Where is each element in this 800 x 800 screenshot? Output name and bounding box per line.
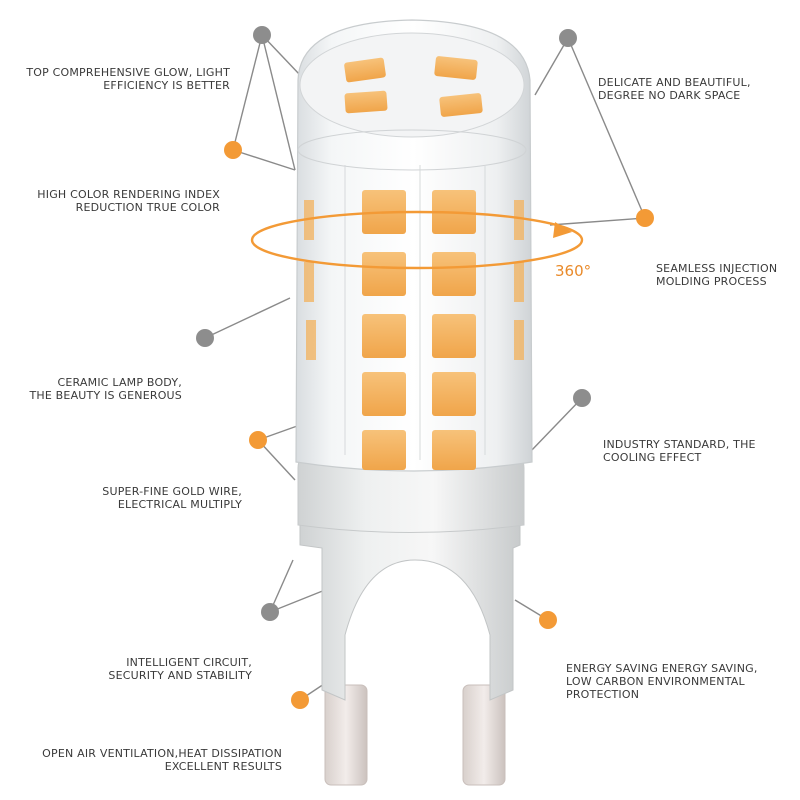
ceramic-base <box>299 499 521 701</box>
lamp-top <box>299 32 525 138</box>
lamp <box>295 19 533 786</box>
dot-8 <box>636 209 654 227</box>
dot-2 <box>224 141 242 159</box>
rotation-label: 360° <box>555 262 592 280</box>
rotation-ring <box>250 210 584 270</box>
callout-ceramic-body: CERAMIC LAMP BODY,THE BEAUTY IS GENEROUS <box>29 376 182 402</box>
callout-intelligent-circuit: INTELLIGENT CIRCUIT,SECURITY AND STABILI… <box>108 656 252 682</box>
callout-energy-saving: ENERGY SAVING ENERGY SAVING,LOW CARBON E… <box>566 662 758 701</box>
callout-gold-wire: SUPER-FINE GOLD WIRE,ELECTRICAL MULTIPLY <box>102 485 242 511</box>
dot-10 <box>539 611 557 629</box>
dot-3 <box>196 329 214 347</box>
dot-5 <box>261 603 279 621</box>
dot-7 <box>559 29 577 47</box>
right-pin <box>462 684 506 786</box>
side-leds <box>362 190 476 470</box>
dot-4 <box>249 431 267 449</box>
dot-6 <box>291 691 309 709</box>
callout-dots <box>196 26 654 709</box>
callout-delicate: DELICATE AND BEAUTIFUL,DEGREE NO DARK SP… <box>598 76 751 102</box>
dot-9 <box>573 389 591 407</box>
top-leds <box>344 56 483 117</box>
dot-1 <box>253 26 271 44</box>
left-pin <box>324 684 368 786</box>
